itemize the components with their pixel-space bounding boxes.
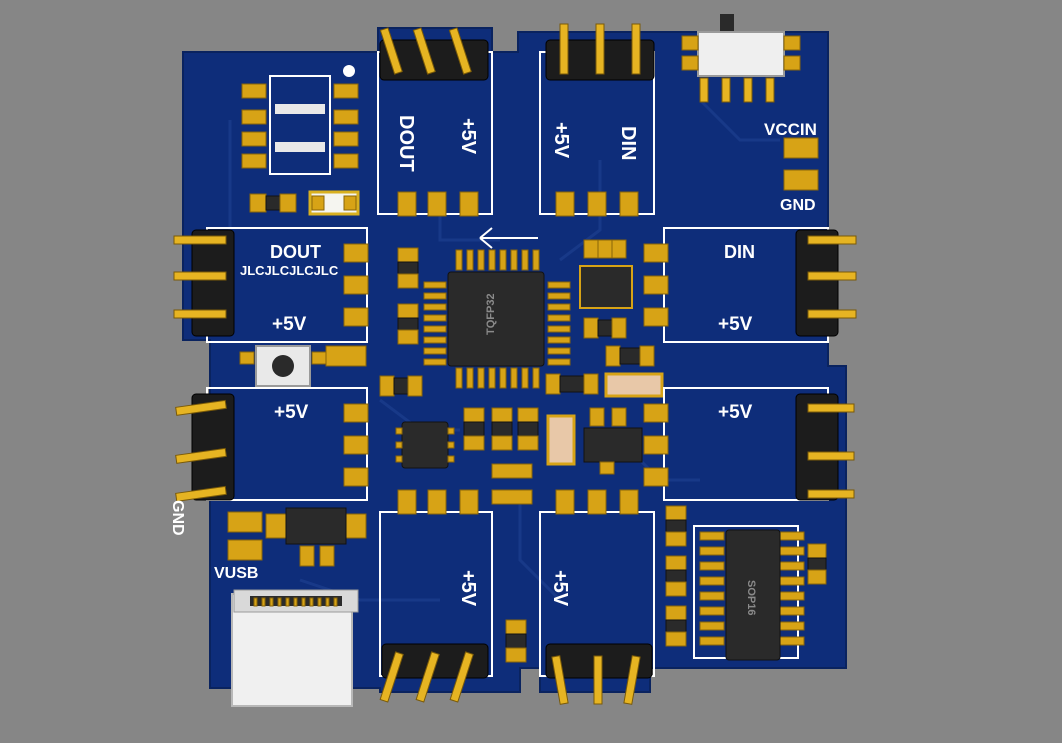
- mcu-chip: TQFP32: [423, 227, 571, 389]
- pin1-marker: [343, 65, 355, 77]
- label-5v-left-top: +5V: [272, 314, 307, 335]
- label-5v-bottom-right: +5V: [549, 570, 571, 607]
- header-top-right: +5V DIN: [539, 23, 655, 217]
- label-5v-left-bottom: +5V: [274, 402, 309, 423]
- label-gnd-left: GND: [169, 500, 186, 536]
- resistor-body: [265, 195, 281, 211]
- gnd-pad: [783, 169, 819, 191]
- vccin-pad: [783, 137, 819, 159]
- regulator: [583, 407, 643, 475]
- header-top-left: DOUT +5V: [377, 27, 493, 217]
- label-dout-top: DOUT: [395, 115, 417, 172]
- sma-diode: [265, 507, 367, 567]
- label-vusb: VUSB: [214, 565, 258, 582]
- mcu-pins-bottom: [455, 367, 540, 389]
- slide-switch[interactable]: [681, 14, 801, 103]
- qfn-chip: [395, 421, 455, 469]
- mcu-label: TQFP32: [485, 293, 497, 335]
- header-left-top: DOUT JLCJLCJLCJLC +5V: [173, 227, 369, 343]
- header-left-bottom: +5V: [175, 387, 369, 502]
- header-right-top: DIN +5V: [643, 227, 857, 343]
- fuse: [604, 372, 664, 398]
- label-din-right: DIN: [724, 242, 755, 262]
- resistor-pad: [279, 193, 297, 213]
- sop16-label: SOP16: [745, 580, 757, 615]
- label-jlc: JLCJLCJLCJLC: [240, 263, 339, 278]
- resistor-array: [241, 75, 359, 175]
- label-5v-right-bottom: +5V: [718, 402, 753, 423]
- tactile-button[interactable]: [239, 345, 327, 387]
- capacitor-group: [463, 407, 576, 505]
- header-right-bottom: +5V: [643, 387, 855, 501]
- passives-right: [665, 505, 827, 647]
- cap-pad: [325, 345, 367, 367]
- gnd-left-pad: [227, 511, 263, 533]
- label-5v-right-top: +5V: [718, 314, 753, 335]
- label-dout-left: DOUT: [270, 242, 321, 262]
- label-5v-top-right: +5V: [550, 122, 572, 159]
- header-bottom-left: +5V: [379, 489, 493, 703]
- usb-c-connector[interactable]: [231, 589, 359, 707]
- label-gnd-top: GND: [780, 197, 816, 214]
- resistor-pad: [249, 193, 267, 213]
- label-vccin: VCCIN: [764, 120, 817, 139]
- header-bottom-right: +5V: [539, 489, 655, 705]
- mcu-pins-right: [547, 281, 571, 366]
- crystal: [579, 265, 633, 309]
- mcu-pins-top: [455, 249, 540, 271]
- label-5v-top-left: +5V: [457, 118, 479, 155]
- sop16-chip: SOP16: [693, 525, 805, 661]
- label-5v-bottom-left: +5V: [457, 570, 479, 607]
- label-din-top: DIN: [617, 126, 639, 160]
- vusb-pad: [227, 539, 263, 561]
- mcu-pins-left: [423, 281, 447, 366]
